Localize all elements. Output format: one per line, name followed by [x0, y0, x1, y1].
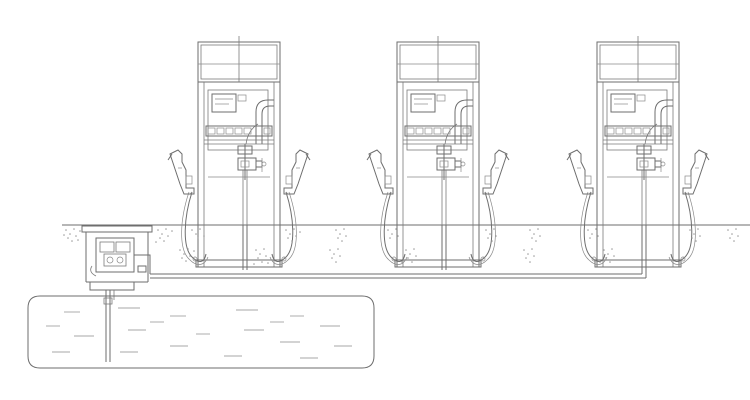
- supply-line: [150, 225, 647, 279]
- dispenser-3-icon: [566, 35, 710, 268]
- storage-tank: [27, 295, 375, 369]
- soil-hatching: [63, 228, 739, 265]
- submersible-pump: [81, 225, 153, 362]
- dispenser-2-icon: [366, 35, 510, 268]
- dispenser-1-icon: [167, 35, 311, 268]
